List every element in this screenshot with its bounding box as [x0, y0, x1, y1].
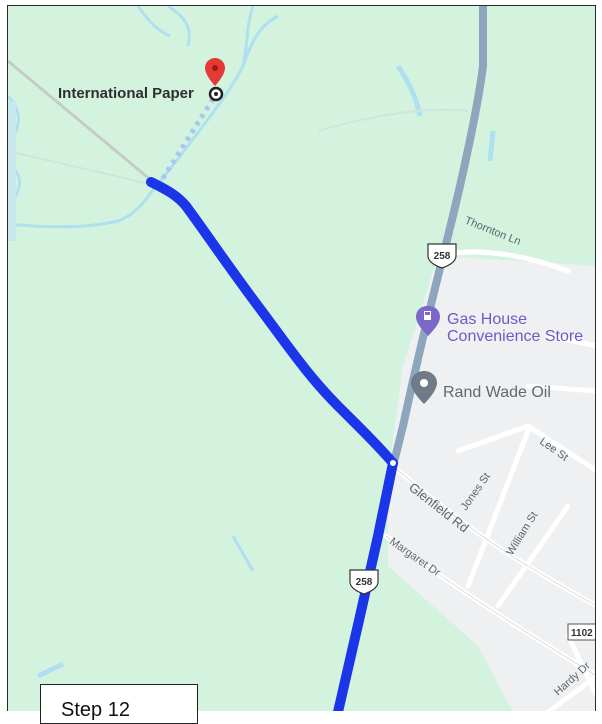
water-edge: [8, 101, 16, 241]
destination-label[interactable]: International Paper: [58, 85, 194, 102]
gas-house-label-line2[interactable]: Convenience Store: [447, 328, 583, 345]
street-edges: [385, 465, 595, 676]
rand-wade-oil-label[interactable]: Rand Wade Oil: [443, 384, 551, 401]
us258-shield-bottom: 258: [349, 569, 379, 595]
route-line: [146, 177, 398, 711]
county-road-shield: 1102: [567, 623, 595, 641]
map-frame: 258 258 1102 International Paper Gas Hou…: [7, 5, 596, 711]
destination-target-icon: [208, 86, 224, 102]
svg-text:258: 258: [356, 577, 373, 588]
svg-text:1102: 1102: [571, 628, 593, 639]
highway-us258: [334, 6, 487, 711]
location-pin-icon[interactable]: [411, 371, 437, 404]
map-canvas[interactable]: 258 258 1102 International Paper Gas Hou…: [8, 6, 596, 711]
gas-house-label-line1[interactable]: Gas House: [447, 311, 527, 328]
route-waypoint: [388, 458, 398, 468]
tracks: [8, 108, 469, 187]
gas-pump-icon[interactable]: [416, 306, 440, 336]
svg-text:258: 258: [434, 251, 451, 262]
step-indicator: Step 12: [40, 684, 198, 724]
us258-shield-top: 258: [427, 243, 457, 269]
old-road: [8, 59, 159, 188]
town-area: [388, 256, 595, 711]
destination-pin-icon[interactable]: [205, 58, 225, 86]
